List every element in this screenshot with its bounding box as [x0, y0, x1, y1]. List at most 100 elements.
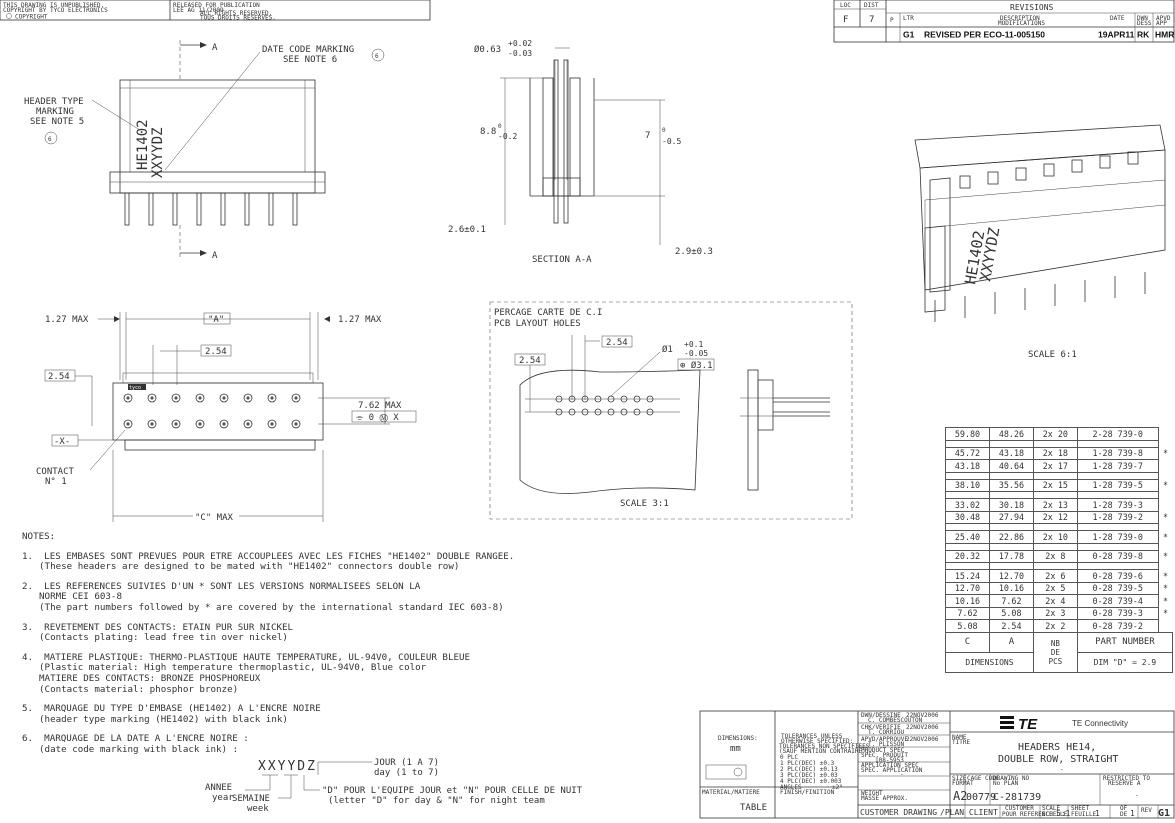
tb-dwn-label: DWN/DESSINE — [861, 712, 901, 719]
tb-sheet-label: SHEET — [1071, 805, 1089, 812]
top-pitch: 2.54 — [205, 347, 227, 357]
table-cell-star: * — [1162, 448, 1169, 459]
table-cell-star: * — [1162, 512, 1169, 523]
top-strip-left-1: THIS DRAWING IS UNPUBLISHED. — [3, 2, 104, 9]
tb-weight-label2: MASSE APPROX. — [861, 795, 908, 802]
date-code-callout: DATE CODE MARKING — [262, 45, 354, 55]
te-logo-icon: TE — [1000, 716, 1038, 733]
tb-chk-label: CHK/VERIFIE — [861, 724, 901, 731]
table-cell-star: * — [1162, 583, 1169, 594]
top-pin-holes — [123, 393, 301, 429]
date-code-string: XXYYDZ — [258, 759, 317, 774]
top-datum: -X- — [54, 437, 70, 447]
table-cell-pn: 1-28 739-2 — [1076, 510, 1159, 524]
tb-app-spec-val: - — [900, 771, 904, 778]
tb-sheet-label2: FEUILLE — [1071, 811, 1097, 818]
pcb-title-1: PERCAGE CARTE DE C.I — [494, 308, 602, 318]
dist-label: DIST — [864, 2, 879, 9]
note-4-line-1: (Plastic material: High temperature ther… — [39, 662, 427, 674]
rev-row-desc: REVISED PER ECO-11-005150 — [924, 30, 1045, 40]
section-a-top-label: A — [212, 43, 218, 53]
tb-of-label: OF — [1120, 805, 1128, 812]
date-code-semaine: SEMAINE — [232, 794, 270, 804]
table-cell-star: * — [1162, 480, 1169, 491]
tb-restricted-val: - — [1135, 792, 1139, 799]
pcb-position-tol: ⊕ Ø3.1 — [680, 360, 713, 371]
notes-section: NOTES: 1. LES EMBASES SONT PREVUES POUR … — [22, 531, 662, 765]
tb-finish-label: FINISH/FINITION — [780, 789, 835, 796]
date-code-week: week — [247, 804, 269, 814]
table-cell-n: 2x 2 — [1032, 619, 1078, 633]
header-type-callout-1: HEADER TYPE — [24, 97, 84, 107]
pcb-title-2: PCB LAYOUT HOLES — [494, 319, 581, 329]
tb-prod-spec-val: 108-5953 — [875, 757, 904, 764]
pcb-pitch-left: 2.54 — [519, 356, 541, 366]
note-3: 3. REVETEMENT DES CONTACTS: ETAIN PUR SU… — [22, 621, 662, 644]
tb-dwg-label: DRAWING NO — [993, 775, 1030, 782]
rev-apvd-label: APVD — [1156, 15, 1171, 22]
rev-row-date: 19APR11 — [1098, 30, 1135, 40]
tb-scale-label2: ECHELLE — [1042, 811, 1068, 818]
top-dim-a: "A" — [208, 315, 224, 325]
note-2-line-2: (The part numbers followed by * are cove… — [39, 601, 504, 613]
pcb-layout: PERCAGE CARTE DE C.I PCB LAYOUT HOLES 2.… — [489, 301, 853, 520]
section-bottom-left: 2.6±0.1 — [448, 225, 486, 235]
col-pn-header: PART NUMBER — [1076, 631, 1174, 653]
section-title: SECTION A-A — [532, 255, 592, 265]
table-cell-a: 12.70 — [988, 569, 1034, 583]
tb-dwn-date: 22NOV2006 — [906, 712, 939, 719]
top-strip-mid-1: RELEASED FOR PUBLICATION — [173, 2, 260, 9]
header-type-marker: 6 — [48, 136, 52, 143]
rev-ltr-label: LTR — [903, 15, 914, 22]
tb-tol-2: 2 PLC(DEC) ±0.13 — [780, 766, 838, 773]
note-2-fr: 2. LES REFERENCES SUIVIES D'UN * SONT LE… — [22, 580, 421, 592]
table-cell-star — [1158, 620, 1173, 633]
table-cell-n: 2x 10 — [1032, 530, 1078, 544]
table-cell-c: 10.16 — [945, 594, 990, 608]
top-strip-mid-4: TOUS DROITS RESERVES. — [200, 15, 276, 22]
loc-label: LOC — [840, 2, 851, 9]
front-view: A A HE1402 XXYYDZ DATE CODE MARKING SEE … — [24, 40, 385, 261]
front-marking-1: HE1402 — [135, 119, 151, 170]
tb-cage-label: CAGE CODE — [967, 775, 1000, 782]
table-cell-a: 7.62 — [988, 594, 1034, 608]
table-cell-n: 2x 20 — [1032, 427, 1078, 441]
iso-view: HE1402 XXYYDZ SCALE 6:1 — [914, 124, 1166, 360]
top-max-right: 1.27 MAX — [338, 315, 382, 325]
notes-heading: NOTES: — [22, 531, 56, 542]
table-cell-a: 2.54 — [988, 619, 1034, 633]
date-code-annee: ANNEE — [205, 783, 232, 793]
table-cell-c: 38.10 — [945, 478, 990, 492]
date-code-marker: 6 — [375, 53, 379, 60]
tb-scale-val: 5:1 — [1056, 809, 1071, 818]
note-2: 2. LES REFERENCES SUIVIES D'UN * SONT LE… — [22, 580, 662, 614]
table-cell-pn: 2-28 739-0 — [1076, 427, 1159, 441]
table-cell-n: 2x 5 — [1032, 581, 1078, 595]
top-logo: tyco — [129, 385, 141, 391]
table-cell-pn: 0-28 739-5 — [1076, 581, 1159, 595]
table-cell-a: 48.26 — [988, 427, 1034, 441]
rev-row-dwn: RK — [1137, 30, 1150, 40]
tb-sheet-val: 1 — [1095, 809, 1100, 818]
tb-plan-client: /PLAN CLIENT — [940, 808, 998, 817]
tb-tol-label-3: TOLERANCES NON SPECIFIEES — [779, 743, 870, 750]
title-block: DIMENSIONS: mm TOLERANCES UNLESS OTHERWI… — [699, 710, 1175, 819]
note-3-fr: 3. REVETEMENT DES CONTACTS: ETAIN PUR SU… — [22, 621, 294, 633]
table-cell-n: 2x 3 — [1032, 606, 1078, 620]
pcb-scale: SCALE 3:1 — [620, 499, 669, 509]
rev-p-label: P — [890, 17, 894, 24]
date-code-see: SEE NOTE 6 — [283, 55, 337, 65]
table-cell-c: 12.70 — [945, 581, 990, 595]
date-code-diagram: XXYYDZ JOUR (1 A 7) day (1 to 7) ANNEE y… — [205, 758, 583, 814]
loc-value: F — [843, 15, 848, 25]
iso-scale: SCALE 6:1 — [1028, 350, 1077, 360]
tb-weight-label: WEIGHT — [861, 790, 883, 797]
